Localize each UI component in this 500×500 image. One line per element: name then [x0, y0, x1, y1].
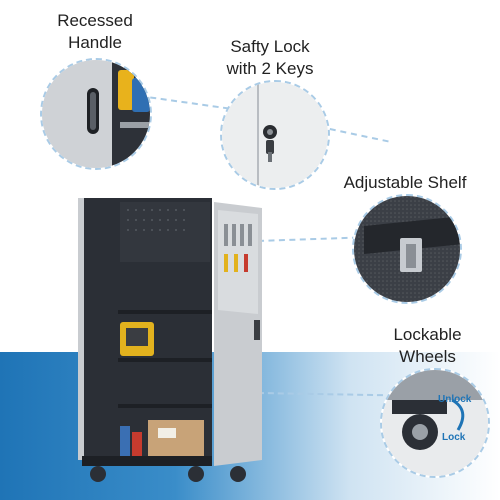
connector-line — [258, 236, 359, 242]
lockable-wheels-label: Lockable Wheels — [393, 325, 462, 366]
padlock-icon — [263, 125, 277, 139]
rotate-arrow-icon — [451, 398, 465, 431]
recessed-handle-label: Recessed Handle — [57, 11, 133, 52]
handle-detail-circle — [40, 58, 152, 170]
connector-line — [139, 95, 230, 110]
safety-lock-label: Safty Lock with 2 Keys — [226, 37, 314, 78]
unlock-label: Unlock — [438, 394, 472, 405]
key-icon — [266, 140, 274, 162]
lock-detail-circle — [220, 80, 330, 190]
storage-cabinet — [78, 190, 268, 485]
connector-line — [329, 128, 389, 143]
shelf-detail-circle — [352, 194, 462, 304]
wheels-detail-circle: Unlock Lock — [380, 368, 490, 478]
lock-label: Lock — [442, 432, 466, 443]
adjustable-shelf-label: Adjustable Shelf — [343, 173, 467, 192]
